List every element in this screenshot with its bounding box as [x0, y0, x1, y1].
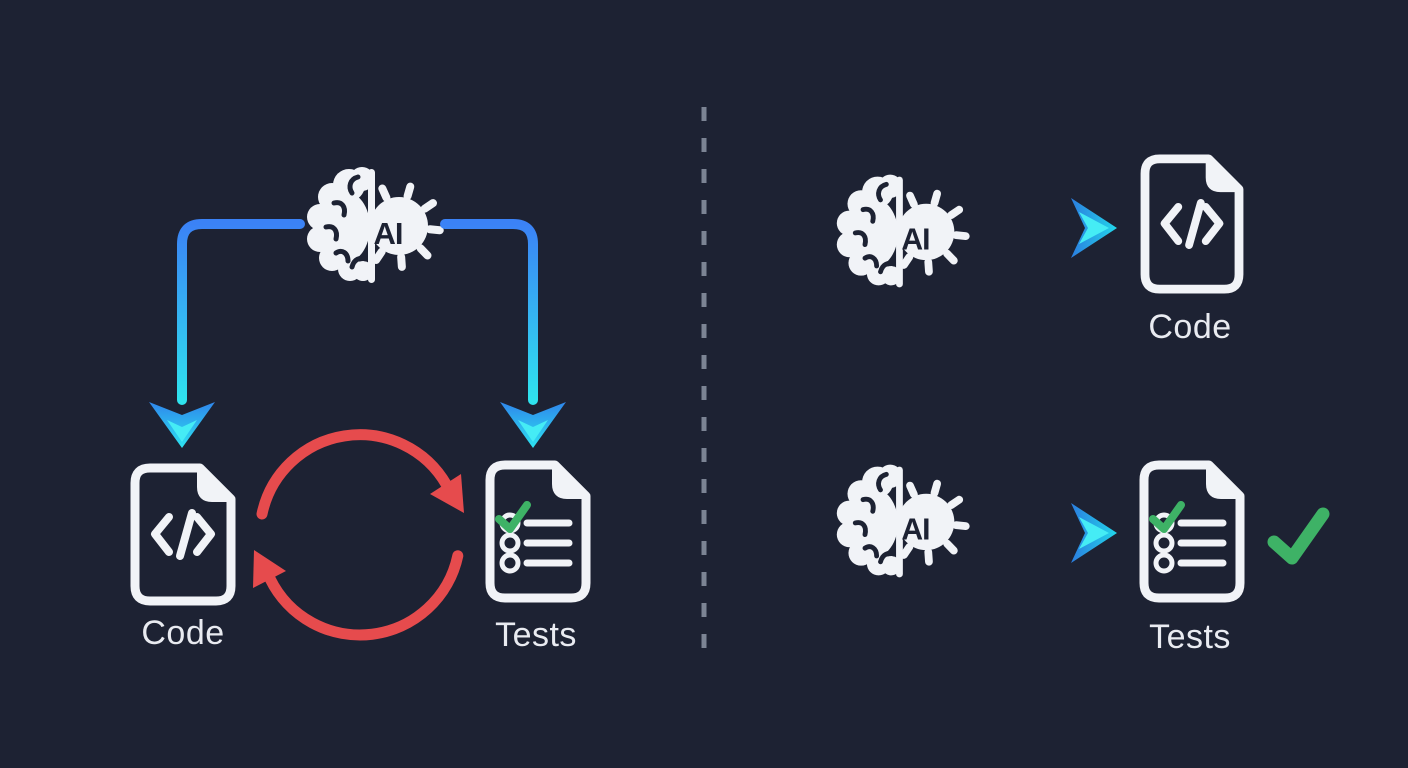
panel-divider	[701, 107, 707, 663]
check-icon	[495, 501, 531, 533]
success-check-icon	[1267, 507, 1330, 565]
ai-brain-icon: AI	[307, 167, 444, 283]
tests-file-icon	[485, 460, 591, 603]
ai-label: AI	[901, 513, 929, 546]
tests-label: Tests	[1149, 618, 1231, 656]
code-label: Code	[1148, 308, 1232, 346]
ai-label: AI	[901, 223, 929, 256]
code-tests-cycle-icon	[253, 429, 464, 641]
tests-file-icon	[1139, 460, 1245, 603]
arrow-ai-to-tests	[440, 219, 566, 448]
arrow-ai-to-code	[149, 219, 305, 448]
ai-brain-icon: AI	[836, 174, 970, 288]
tests-label: Tests	[495, 616, 577, 654]
check-icon	[1149, 501, 1185, 533]
arrow-ai-to-code	[978, 198, 1117, 258]
arrow-ai-to-tests	[978, 503, 1117, 563]
code-label: Code	[141, 614, 225, 652]
code-file-icon	[130, 463, 236, 606]
code-file-icon	[1140, 154, 1244, 294]
ai-brain-icon: AI	[836, 464, 970, 578]
ai-label: AI	[374, 216, 403, 251]
